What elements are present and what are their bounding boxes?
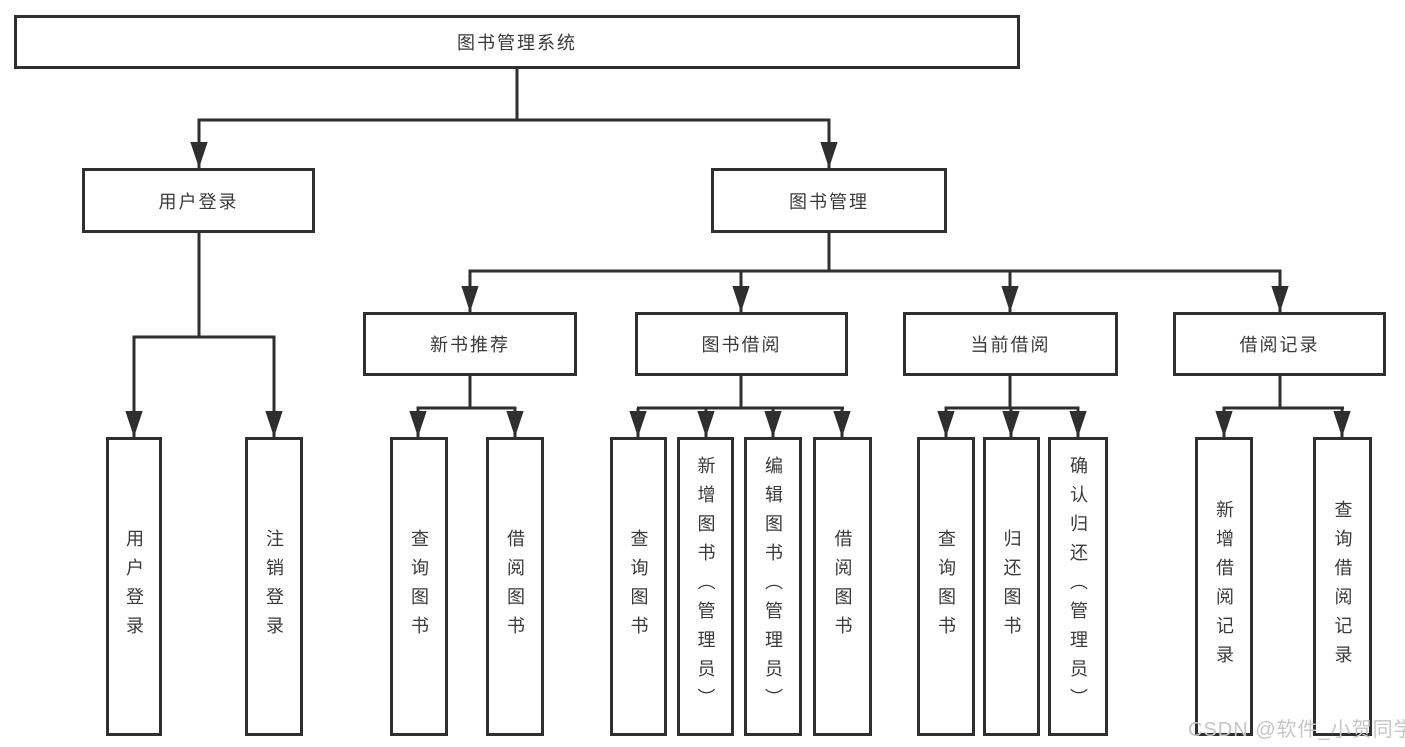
node-label: 查询图书 [628, 528, 649, 645]
leaf-records-add-borrow-record: 新增借阅记录 [1195, 437, 1253, 736]
node-book-management: 图书管理 [711, 168, 947, 233]
node-label: 图书管理系统 [457, 33, 577, 53]
node-label: 确认归还（管理员） [1068, 456, 1088, 717]
leaf-borrow-query-books: 查询图书 [610, 437, 667, 736]
node-user-login: 用户登录 [82, 168, 315, 233]
node-label: 查询图书 [936, 528, 956, 645]
leaf-borrow-edit-books-admin: 编辑图书（管理员） [744, 437, 802, 736]
node-label: 用户登录 [158, 191, 239, 212]
node-label: 新增借阅记录 [1214, 499, 1234, 674]
node-label: 用户登录 [124, 528, 144, 645]
leaf-current-return-books: 归还图书 [983, 437, 1040, 736]
node-label: 新书推荐 [430, 335, 510, 355]
leaf-current-confirm-return-admin: 确认归还（管理员） [1048, 437, 1108, 736]
node-label: 图书借阅 [701, 335, 782, 355]
leaf-borrow-add-books-admin: 新增图书（管理员） [677, 437, 734, 736]
leaf-recommend-borrow-books: 借阅图书 [486, 437, 544, 736]
node-new-book-recommendation: 新书推荐 [363, 312, 577, 376]
node-label: 当前借阅 [970, 335, 1051, 355]
node-book-borrowing: 图书借阅 [635, 312, 848, 376]
node-label: 借阅图书 [832, 528, 853, 645]
node-library-management-system: 图书管理系统 [14, 15, 1020, 69]
node-label: 查询图书 [409, 528, 429, 645]
leaf-current-query-books: 查询图书 [917, 437, 975, 736]
leaf-user-login: 用户登录 [106, 437, 162, 736]
leaf-logout: 注销登录 [245, 437, 303, 736]
node-label: 归还图书 [1001, 528, 1022, 645]
node-label: 编辑图书（管理员） [763, 456, 783, 717]
node-label: 查询借阅记录 [1332, 499, 1353, 674]
node-label: 新增图书（管理员） [695, 456, 716, 717]
leaf-recommend-query-books: 查询图书 [390, 437, 448, 736]
node-label: 图书管理 [789, 191, 869, 212]
node-current-borrowing: 当前借阅 [903, 312, 1118, 376]
node-label: 借阅图书 [505, 528, 525, 645]
node-label: 借阅记录 [1239, 335, 1320, 355]
node-borrowing-records: 借阅记录 [1173, 312, 1386, 376]
leaf-records-query-borrow-record: 查询借阅记录 [1313, 437, 1372, 736]
csdn-watermark: CSDN @软件_小贺同学 [1188, 719, 1405, 741]
node-label: 注销登录 [264, 528, 284, 645]
leaf-borrow-borrow-books: 借阅图书 [813, 437, 872, 736]
